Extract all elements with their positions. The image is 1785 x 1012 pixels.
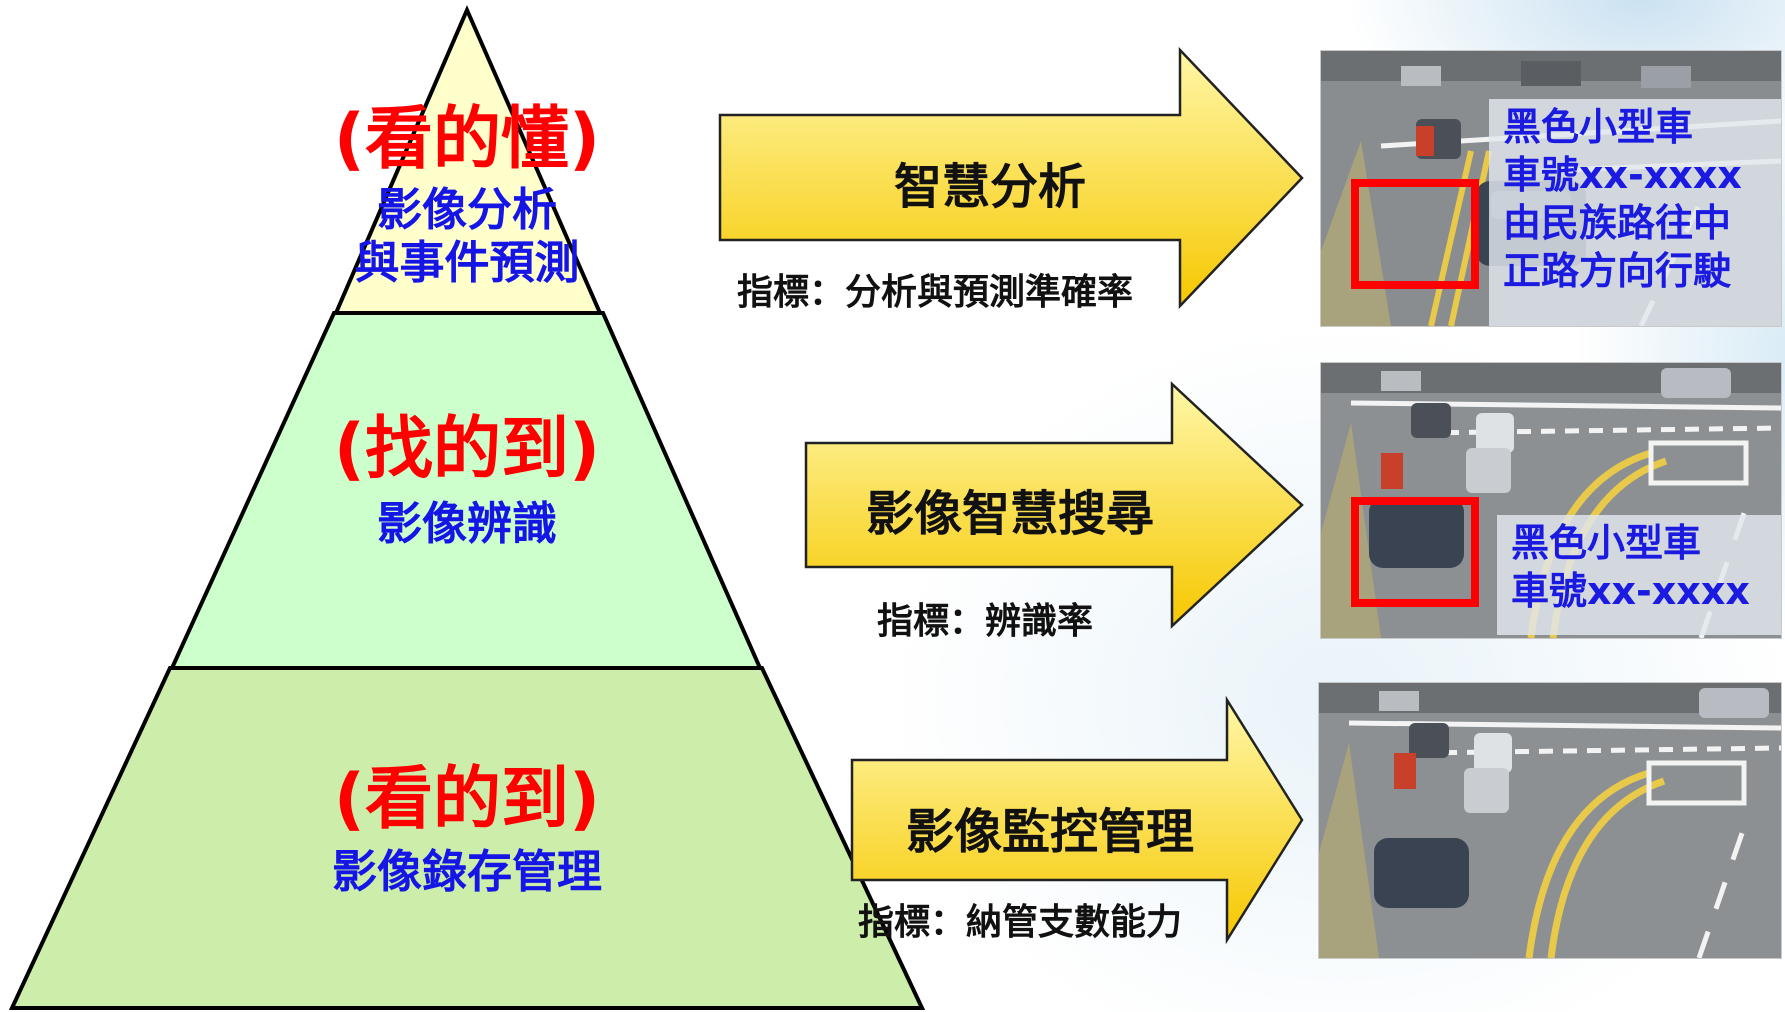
arrow-shape-2 xyxy=(804,381,1304,629)
arrow-shape-3 xyxy=(850,695,1304,945)
photo-1-overlay: 黑色小型車 車號xx-xxxx 由民族路往中 正路方向行駛 xyxy=(1489,99,1781,326)
overlay-2-line-1: 黑色小型車 xyxy=(1511,521,1702,565)
overlay-1-line-3: 由民族路往中 xyxy=(1503,201,1732,245)
overlay-1-line-2: 車號xx-xxxx xyxy=(1503,153,1742,197)
traffic-camera-photo-icon xyxy=(1319,683,1781,958)
pyramid-bottom-tier xyxy=(8,666,926,1010)
photo-2-overlay: 黑色小型車 車號xx-xxxx xyxy=(1497,515,1781,635)
pyramid-bottom-title: (看的到) xyxy=(333,760,601,839)
pyramid-top-line2: 與事件預測 xyxy=(354,236,580,289)
traffic-photo-1: 黑色小型車 車號xx-xxxx 由民族路往中 正路方向行駛 xyxy=(1320,50,1782,327)
pyramid-middle-line1: 影像辨識 xyxy=(376,497,557,550)
arrow-shape-1 xyxy=(718,46,1304,310)
arrow-metric-2: 指標：辨識率 xyxy=(876,601,1093,642)
overlay-1-line-4: 正路方向行駛 xyxy=(1503,249,1732,293)
traffic-photo-3 xyxy=(1318,682,1782,959)
overlay-1-line-1: 黑色小型車 xyxy=(1503,105,1694,149)
detection-box-2 xyxy=(1351,497,1479,607)
detection-box-1 xyxy=(1351,179,1479,289)
overlay-2-line-2: 車號xx-xxxx xyxy=(1511,569,1750,613)
pyramid-middle-title: (找的到) xyxy=(333,410,601,489)
pyramid-top-line1: 影像分析 xyxy=(376,183,557,236)
pyramid-bottom-line1: 影像錄存管理 xyxy=(331,845,602,898)
arrow-metric-3: 指標：納管支數能力 xyxy=(857,902,1182,943)
arrow-label-2: 影像智慧搜尋 xyxy=(865,486,1154,542)
pyramid-top-title: (看的懂) xyxy=(333,100,601,179)
traffic-photo-2: 黑色小型車 車號xx-xxxx xyxy=(1320,362,1782,639)
arrow-metric-1: 指標：分析與預測準確率 xyxy=(736,272,1133,313)
arrow-label-3: 影像監控管理 xyxy=(905,804,1194,860)
arrow-label-1: 智慧分析 xyxy=(893,159,1086,215)
